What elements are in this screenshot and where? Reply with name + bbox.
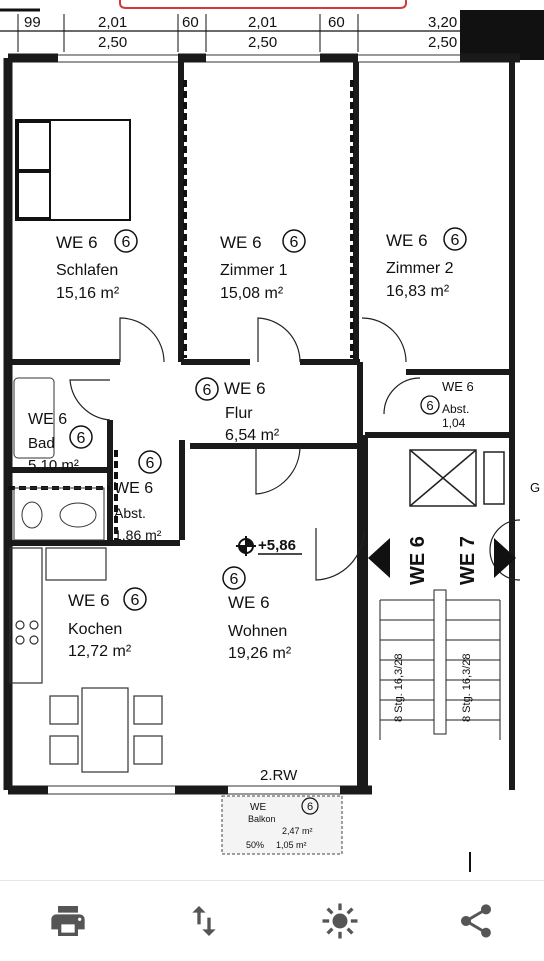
dim-top-1: 99 (24, 14, 41, 31)
schlafen-name: Schlafen (56, 262, 118, 279)
abst2-unit: WE 6 (442, 379, 474, 394)
zimmer2-name: Zimmer 2 (386, 260, 454, 277)
level-mark: +5,86 (258, 537, 296, 554)
brightness-icon (322, 903, 358, 939)
stair-left-steps: 8 Stg. 16,3/28 (393, 654, 405, 723)
edge-label: G (530, 480, 540, 495)
wohnen-name: Wohnen (228, 623, 287, 640)
schlafen-unit: WE 6 (56, 233, 98, 252)
zimmer2-unit: WE 6 (386, 231, 428, 250)
print-button[interactable] (38, 891, 98, 951)
dim-top-3: 60 (182, 14, 199, 31)
kochen-unit: WE 6 (68, 591, 110, 610)
balkon-area2: 1,05 m² (276, 840, 307, 850)
bad-area: 5,10 m² (28, 457, 79, 474)
dim-top-5: 60 (328, 14, 345, 31)
dim-bottom-2: 2,50 (248, 34, 277, 51)
zimmer1-name: Zimmer 1 (220, 262, 288, 279)
flur-name: Flur (225, 405, 253, 422)
wohnen-area: 19,26 m² (228, 645, 292, 662)
floor-plan: 99 2,01 60 2,01 60 3,20 2,50 2,50 2,50 (0, 0, 544, 872)
wohnen-unit: WE 6 (228, 593, 270, 612)
dim-bottom-1: 2,50 (98, 34, 127, 51)
swap-button[interactable] (174, 891, 234, 951)
brightness-button[interactable] (310, 891, 370, 951)
dim-top-6: 3,20 (428, 14, 457, 31)
zimmer1-unit: WE 6 (220, 233, 262, 252)
flur-area: 6,54 m² (225, 427, 280, 444)
balkon-num: 6 (307, 801, 313, 813)
dim-top-2: 2,01 (98, 14, 127, 31)
swap-vertical-icon (192, 906, 216, 936)
abst2-name: Abst. (442, 402, 469, 416)
abst1-area: 1,86 m² (114, 527, 162, 543)
bad-name: Bad (28, 435, 55, 452)
stair-right-label: WE 7 (457, 536, 479, 585)
bottom-toolbar (0, 880, 544, 961)
wohnen-num: 6 (230, 571, 239, 588)
balkon-area: 2,47 m² (282, 826, 313, 836)
share-icon (461, 904, 491, 938)
dim-top-4: 2,01 (248, 14, 277, 31)
bad-unit: WE 6 (28, 411, 67, 428)
abst2-area: 1,04 (442, 416, 466, 430)
zimmer2-num: 6 (451, 232, 460, 249)
zimmer1-num: 6 (290, 234, 299, 251)
schlafen-num: 6 (122, 234, 131, 251)
zimmer2-area: 16,83 m² (386, 283, 450, 300)
flur-unit: WE 6 (224, 379, 266, 398)
kochen-name: Kochen (68, 621, 122, 638)
balkon-unit: WE (250, 802, 266, 813)
kochen-area: 12,72 m² (68, 643, 132, 660)
balkon-name: Balkon (248, 814, 276, 824)
share-button[interactable] (446, 891, 506, 951)
schlafen-area: 15,16 m² (56, 285, 120, 302)
abst1-unit: WE 6 (114, 480, 153, 497)
balkon-note: 50% (246, 840, 264, 850)
zimmer1-area: 15,08 m² (220, 285, 284, 302)
abst1-num: 6 (146, 455, 155, 472)
stair-left-label: WE 6 (407, 536, 429, 585)
print-icon (51, 906, 85, 936)
window-label: 2.RW (260, 767, 298, 784)
kochen-num: 6 (131, 592, 140, 609)
bad-num: 6 (77, 430, 86, 447)
stair-right-steps: 8 Stg. 16,3/28 (461, 654, 473, 723)
flur-num: 6 (203, 382, 212, 399)
dim-bottom-3: 2,50 (428, 34, 457, 51)
abst1-name: Abst. (114, 505, 146, 521)
abst2-num: 6 (426, 398, 433, 413)
